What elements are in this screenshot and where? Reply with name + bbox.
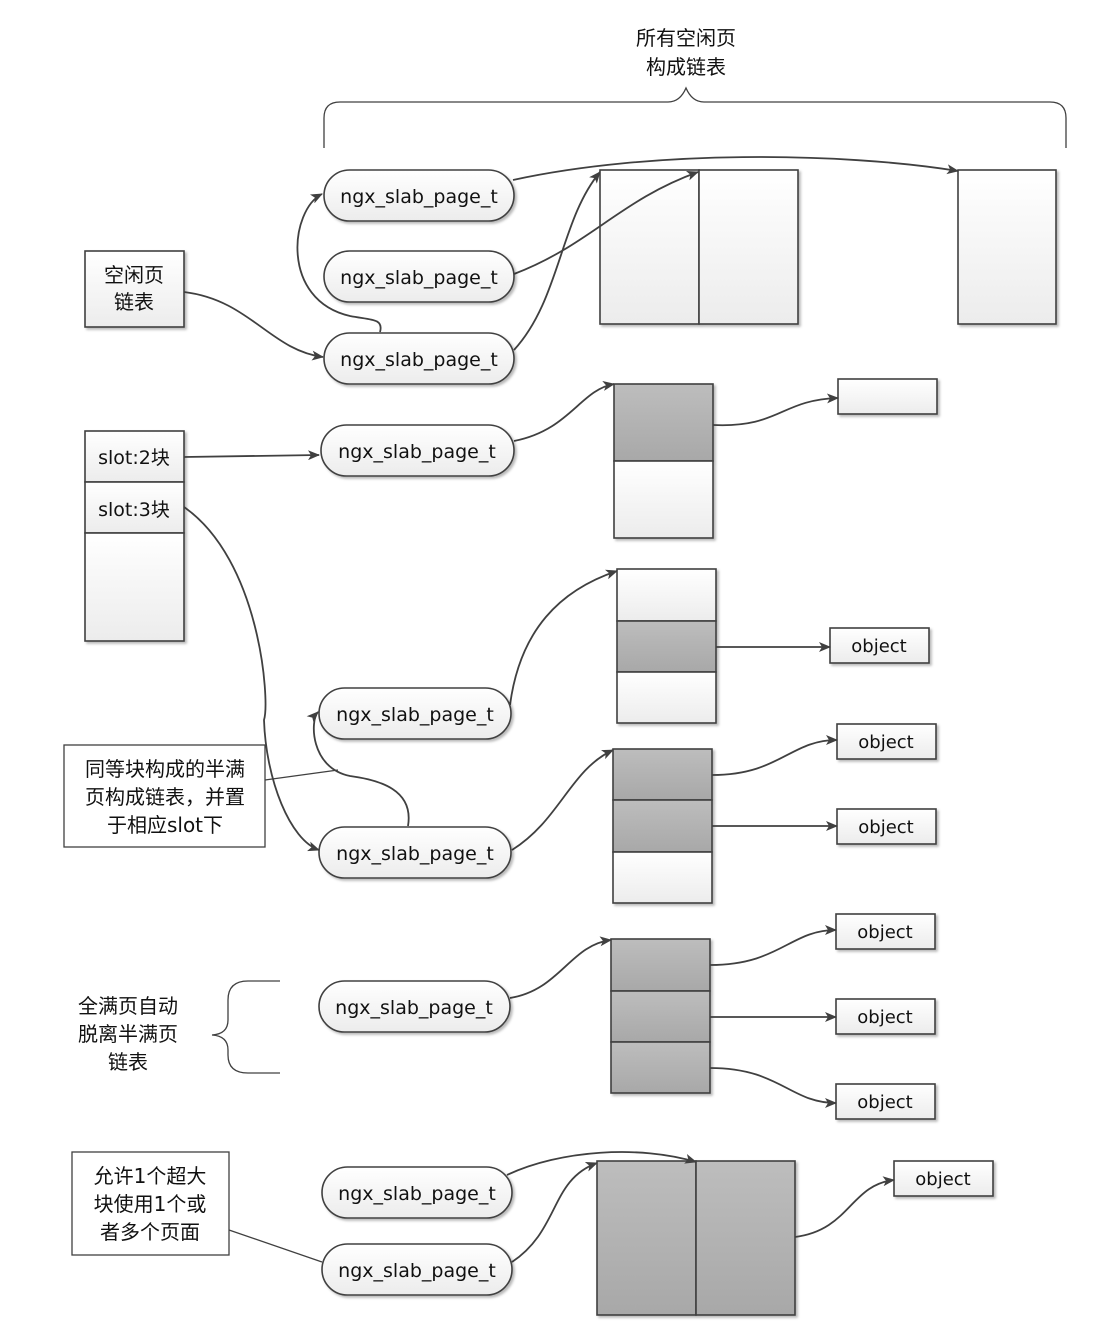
edge-slot2-to-page	[183, 450, 320, 461]
slot3b-used-block-2	[612, 799, 713, 853]
slot-empty-cell	[84, 532, 185, 642]
edge-large-block-to-object	[794, 1176, 895, 1238]
slot-3-label: slot:3块	[98, 499, 170, 521]
page-node-slot3-b-label: ngx_slab_page_t	[336, 843, 494, 865]
slot-array	[84, 430, 185, 642]
free-list-label-line2: 链表	[114, 290, 154, 314]
edge-largea-to-block2	[506, 1151, 697, 1176]
edge-pagea-to-block	[509, 569, 618, 706]
slot2-object-box	[837, 378, 938, 415]
object-label-1: object	[851, 636, 906, 657]
free-list-label-line1: 空闲页	[104, 263, 164, 287]
large-page-block-1	[596, 1160, 697, 1316]
full-used-block-1	[610, 938, 711, 992]
page-node-large-a[interactable]	[321, 1166, 513, 1219]
edge-page3-to-page1	[296, 193, 382, 333]
edge-pageb-to-block	[511, 749, 614, 851]
page-node-free-1[interactable]	[323, 169, 515, 222]
edge-freelist-to-page3	[183, 291, 324, 361]
page-node-slot3-a[interactable]	[318, 687, 512, 740]
free-page-block-1	[599, 169, 700, 325]
page-node-free-3-label: ngx_slab_page_t	[340, 349, 498, 371]
object-label-3: object	[858, 817, 913, 838]
all-free-pages-label-line1: 所有空闲页	[636, 26, 736, 50]
slot2-used-block	[613, 383, 714, 462]
edge-full-block3-to-object	[709, 1067, 837, 1108]
all-free-pages-label-line2: 构成链表	[646, 55, 726, 79]
page-node-free-2-label: ngx_slab_page_t	[340, 267, 498, 289]
edge-slot3-to-pageb	[183, 506, 320, 852]
page-node-slot2-label: ngx_slab_page_t	[338, 441, 496, 463]
object-label-4: object	[857, 922, 912, 943]
page-node-slot3-b[interactable]	[318, 826, 512, 879]
full-used-block-3	[610, 1041, 711, 1094]
large-block-note-line1: 允许1个超大	[94, 1164, 207, 1188]
full-pages-note-line1: 全满页自动	[78, 994, 178, 1018]
large-block-note-box	[71, 1151, 230, 1256]
half-full-note-box	[63, 744, 266, 848]
half-full-note-line3: 于相应slot下	[107, 813, 223, 837]
slot-2-label: slot:2块	[98, 447, 170, 469]
free-list-box	[84, 250, 185, 328]
slot3b-used-block-1	[612, 748, 713, 801]
edge-largeb-to-block1	[511, 1162, 598, 1263]
top-brace	[323, 86, 1067, 148]
slot3a-free-block-2	[616, 671, 717, 724]
object-label-6: object	[857, 1092, 912, 1113]
free-page-blocks	[599, 169, 1057, 325]
page-node-large-b-label: ngx_slab_page_t	[338, 1260, 496, 1282]
page-node-free-1-label: ngx_slab_page_t	[340, 186, 498, 208]
page-node-large-b[interactable]	[321, 1243, 513, 1296]
large-block-note-line2: 块使用1个或	[94, 1192, 207, 1216]
slot3a-free-block-1	[616, 568, 717, 622]
object-label-7: object	[915, 1169, 970, 1190]
full-pages-note-line2: 脱离半满页	[78, 1022, 178, 1046]
edge-page3-to-block1	[513, 171, 601, 351]
page-node-full[interactable]	[318, 980, 511, 1033]
edge-page1-to-block3	[512, 156, 959, 181]
page-node-slot3-a-label: ngx_slab_page_t	[336, 704, 494, 726]
slot3a-used-block	[616, 620, 717, 673]
slot2-free-block	[613, 460, 714, 539]
free-page-block-3	[957, 169, 1057, 325]
edge-page2-to-block2	[513, 171, 699, 275]
edge-slot2page-to-block	[513, 381, 615, 442]
page-node-free-3[interactable]	[323, 332, 515, 385]
slot3b-free-block	[612, 851, 713, 904]
full-pages-brace	[211, 980, 280, 1074]
edge-full-block1-to-object	[709, 925, 837, 966]
free-page-block-2	[698, 169, 799, 325]
object-label-2: object	[858, 732, 913, 753]
edge-pageb-block1-to-object	[711, 735, 838, 776]
page-node-large-a-label: ngx_slab_page_t	[338, 1183, 496, 1205]
object-box-7	[893, 1160, 994, 1197]
object-box-1	[829, 627, 930, 664]
large-block-note-pointer	[228, 1229, 323, 1263]
page-node-full-label: ngx_slab_page_t	[335, 997, 493, 1019]
edge-fullpage-to-block	[509, 936, 612, 999]
page-nodes	[318, 169, 515, 1296]
object-label-5: object	[857, 1007, 912, 1028]
object-box-3	[836, 808, 937, 845]
full-used-block-2	[610, 990, 711, 1043]
slot-2-cell	[84, 430, 185, 483]
large-page-block-2	[695, 1160, 796, 1316]
edge-pageb-to-pagea	[306, 711, 410, 827]
full-pages-note-line3: 链表	[108, 1050, 148, 1074]
half-full-note-line2: 页构成链表，并置	[85, 785, 245, 809]
edge-slot2block-to-object	[712, 393, 839, 427]
page-node-slot2[interactable]	[320, 424, 515, 477]
large-block-note-line3: 者多个页面	[100, 1220, 200, 1244]
half-full-note-pointer	[264, 769, 339, 781]
half-full-note-line1: 同等块构成的半满	[85, 757, 245, 781]
page-node-free-2[interactable]	[323, 250, 515, 303]
